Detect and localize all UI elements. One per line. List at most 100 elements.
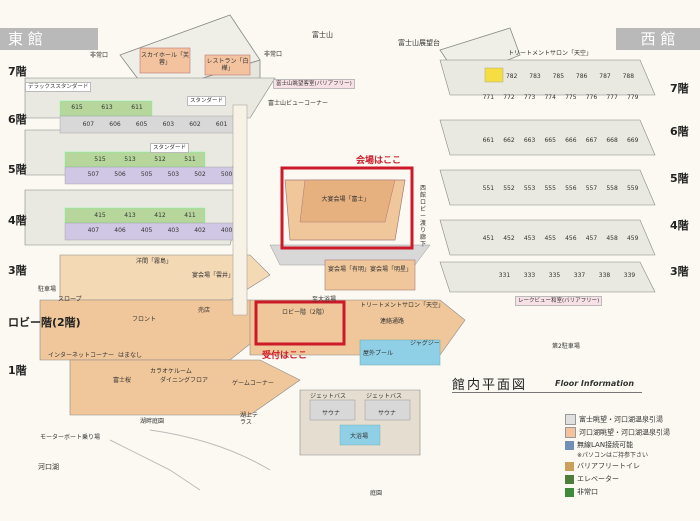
west-floor-7: 7階 xyxy=(670,82,689,95)
room-number: 459 xyxy=(626,235,639,242)
east-floor-5: 5階 xyxy=(8,163,27,176)
room-number: 338 xyxy=(598,272,611,279)
east-floor-6: 6階 xyxy=(8,113,27,126)
room-row-e6: 615 613 611 xyxy=(62,104,152,111)
east-floor-1: 1階 xyxy=(8,364,27,377)
room-number: 786 xyxy=(575,73,588,80)
room-number: 669 xyxy=(626,137,639,144)
room-number: 782 xyxy=(505,73,518,80)
label-hamanashi: はまなし xyxy=(118,352,143,359)
label-jet-bath-1: ジェットバス xyxy=(310,393,347,400)
room-number: 337 xyxy=(573,272,586,279)
room-number: 773 xyxy=(523,94,536,101)
label-fujisan: 富士山 xyxy=(312,31,333,39)
west-floor-5: 5階 xyxy=(670,172,689,185)
label-outdoor-pool: 屋外プール xyxy=(363,350,394,357)
label-fujisan-view-corner: 富士山ビューコーナー xyxy=(268,100,329,107)
wifi-icon xyxy=(565,440,574,450)
room-number: 505 xyxy=(140,171,153,178)
room-number: 553 xyxy=(523,185,536,192)
legend-item: エレベーター xyxy=(565,474,619,484)
room-number: 611 xyxy=(131,104,143,111)
label-parking: 駐車場 xyxy=(38,286,57,293)
label-banquet-ariake: 宴会場「有明」 xyxy=(328,266,371,273)
room-number: 603 xyxy=(162,121,175,128)
room-number: 406 xyxy=(114,227,126,234)
east-floor-4: 4階 xyxy=(8,214,27,227)
room-number: 515 xyxy=(94,156,106,163)
room-number: 331 xyxy=(498,272,511,279)
east-floor-7: 7階 xyxy=(8,65,27,78)
label-front: フロント xyxy=(132,316,157,323)
room-number: 601 xyxy=(215,121,228,128)
room-number: 507 xyxy=(87,171,100,178)
tag-lake-view-room: レークビュー和室(バリアフリー) xyxy=(515,296,603,306)
room-number: 333 xyxy=(523,272,536,279)
label-big-bath: 大浴場 xyxy=(350,433,369,440)
legend-item: 非常口 xyxy=(565,487,598,497)
room-number: 667 xyxy=(585,137,598,144)
room-number: 663 xyxy=(523,137,536,144)
room-number: 662 xyxy=(503,137,515,144)
room-number: 400 xyxy=(220,227,233,234)
legend-item: バリアフリートイレ xyxy=(565,461,640,471)
label-lake-terrace: 湖上テラス xyxy=(240,412,259,426)
room-number: 606 xyxy=(109,121,121,128)
room-number: 500 xyxy=(220,171,233,178)
west-wing-label: 西 館 xyxy=(640,30,676,48)
room-number: 555 xyxy=(544,185,556,192)
room-number: 502 xyxy=(194,171,206,178)
room-number: 456 xyxy=(565,235,577,242)
room-number: 615 xyxy=(71,104,83,111)
label-sauna-2: サウナ xyxy=(378,410,397,417)
room-number: 557 xyxy=(585,185,598,192)
room-number: 556 xyxy=(565,185,577,192)
room-number: 785 xyxy=(552,73,565,80)
room-row-w6: 661 662 663 665 666 667 668 669 xyxy=(478,137,643,144)
room-number: 775 xyxy=(565,94,577,101)
west-floor-3: 3階 xyxy=(670,265,689,278)
room-number: 453 xyxy=(523,235,536,242)
room-number: 415 xyxy=(94,212,106,219)
label-sauna-1: サウナ xyxy=(322,410,341,417)
tag-standard-5f: スタンダード xyxy=(150,143,190,153)
room-number: 503 xyxy=(167,171,180,178)
label-treatment-salon: トリートメントサロン「天空」 xyxy=(508,50,593,57)
room-number: 402 xyxy=(194,227,206,234)
legend-item: 富士眺望・河口湖温泉引湯 xyxy=(565,414,663,425)
plan-title: 館内平面図 xyxy=(452,378,528,393)
label-restaurant: レストラン「白樺」 xyxy=(206,58,249,72)
room-number: 551 xyxy=(482,185,495,192)
room-number: 772 xyxy=(503,94,515,101)
room-number: 559 xyxy=(626,185,639,192)
room-number: 613 xyxy=(101,104,113,111)
room-number: 458 xyxy=(606,235,618,242)
room-number: 777 xyxy=(606,94,618,101)
room-number: 783 xyxy=(529,73,541,80)
lake-view-icon xyxy=(565,427,576,438)
room-number: 405 xyxy=(140,227,153,234)
label-jet-bath-2: ジェットバス xyxy=(366,393,403,400)
room-number: 774 xyxy=(544,94,556,101)
emergency-exit-icon xyxy=(565,487,574,497)
room-number: 776 xyxy=(585,94,598,101)
room-row-e4: 415 413 412 411 xyxy=(85,212,205,219)
room-number: 412 xyxy=(154,212,166,219)
label-jacuzzi: ジャグジー xyxy=(410,340,440,347)
room-row-w4: 451 452 453 455 456 457 458 459 xyxy=(478,235,643,242)
label-lakeside-garden: 湖畔庭園 xyxy=(140,418,165,425)
label-emergency-exit-2: 非常口 xyxy=(90,52,109,59)
tag-fuji-view-room: 富士山眺望客室(バリアフリー) xyxy=(273,79,355,89)
room-number: 661 xyxy=(482,137,495,144)
room-row-e5b: 507 506 505 503 502 500 xyxy=(80,171,240,178)
room-number: 513 xyxy=(124,156,136,163)
room-number: 779 xyxy=(626,94,639,101)
label-shop: 売店 xyxy=(198,307,211,314)
label-fujisan-deck: 富士山展望台 xyxy=(398,39,440,47)
label-grand-hall: 大宴会場「富士」 xyxy=(321,196,370,203)
room-number: 552 xyxy=(503,185,515,192)
east-wing-label: 東 館 xyxy=(8,30,43,48)
room-number: 335 xyxy=(548,272,561,279)
room-number: 339 xyxy=(623,272,636,279)
room-number: 602 xyxy=(189,121,201,128)
